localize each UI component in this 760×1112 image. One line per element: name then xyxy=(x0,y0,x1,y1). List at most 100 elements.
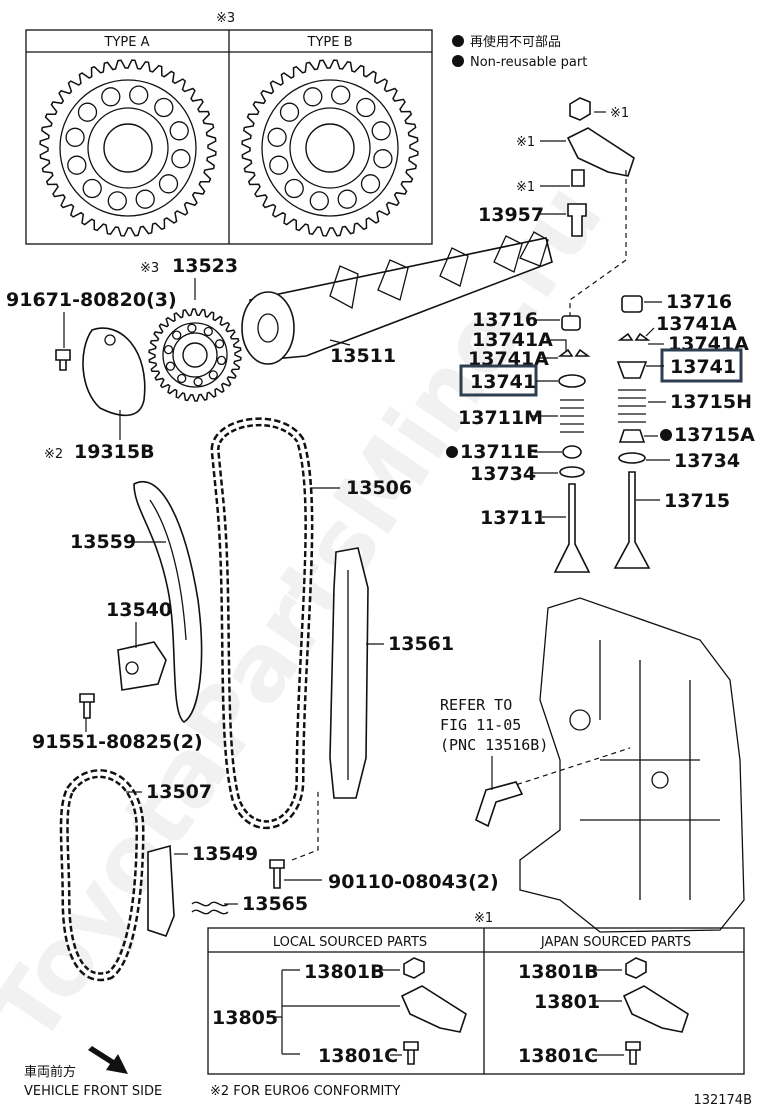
valve-keeper-13741a[interactable] xyxy=(557,348,591,357)
valve-13715[interactable] xyxy=(613,471,651,569)
label-13511: 13511 xyxy=(330,345,396,367)
exhaust-valve-group[interactable] xyxy=(613,295,651,569)
bolt-91671[interactable] xyxy=(55,349,71,371)
sprocket-type-a[interactable] xyxy=(39,59,217,237)
refer-line3[interactable]: (PNC 13516B) xyxy=(440,736,548,754)
label-left-13711: 13711 xyxy=(480,507,546,529)
valve-keeper-13741a[interactable] xyxy=(617,332,651,341)
label-13540: 13540 xyxy=(106,599,172,621)
local-rocker-13805[interactable] xyxy=(400,985,467,1033)
label-13559: 13559 xyxy=(70,531,136,553)
figure-code: 132174B xyxy=(693,1093,752,1108)
nut-part[interactable] xyxy=(569,97,591,121)
local-label-13801c: 13801C xyxy=(318,1045,398,1067)
valve-spring-13711m[interactable] xyxy=(560,399,584,433)
valve-lifter-13716[interactable] xyxy=(561,315,581,331)
tensioner-arm-13549[interactable] xyxy=(147,844,175,937)
local-nut-13801b[interactable] xyxy=(403,957,425,979)
camshaft[interactable]: 13511 xyxy=(241,231,553,367)
japan-nut-13801b[interactable] xyxy=(625,957,647,979)
japan-sourced-header: JAPAN SOURCED PARTS xyxy=(540,935,691,950)
sourced-table-mark: ※1 xyxy=(474,911,493,926)
label-13565: 13565 xyxy=(242,893,308,915)
euro6-note: ※2 FOR EURO6 CONFORMITY xyxy=(210,1084,400,1099)
label-right-13715a: 13715A xyxy=(674,424,755,446)
timing-chain-13507[interactable] xyxy=(59,769,145,982)
valve-13711[interactable] xyxy=(553,483,591,573)
bolt-90110[interactable] xyxy=(269,859,285,889)
footer: 車両前方 VEHICLE FRONT SIDE ※2 FOR EURO6 CON… xyxy=(24,1046,752,1108)
valve-spring-seat-13734[interactable] xyxy=(559,466,585,478)
local-label-13805: 13805 xyxy=(212,1007,278,1029)
local-screw-13801c[interactable] xyxy=(403,1041,419,1065)
valve-spring-13715h[interactable] xyxy=(618,389,646,423)
japan-label-13801c: 13801C xyxy=(518,1045,598,1067)
valve-seal-13711e[interactable] xyxy=(562,445,582,459)
camshaft-pulley[interactable] xyxy=(241,291,295,365)
legend-dot-icon xyxy=(452,35,464,47)
legend: 再使用不可部品 Non-reusable part xyxy=(452,34,587,70)
label-right-13715: 13715 xyxy=(664,490,730,512)
nonreusable-dot-icon xyxy=(660,429,672,441)
camshaft-sprocket[interactable] xyxy=(148,308,242,402)
mark1-b: ※1 xyxy=(516,135,535,150)
valve-spring-seat-13734[interactable] xyxy=(618,452,646,464)
label-19315b-mark: ※2 xyxy=(44,447,63,462)
valve-lifter-13716[interactable] xyxy=(621,295,643,313)
label-left-13741a-1: 13741A xyxy=(472,329,553,351)
type-table-note-mark: ※3 xyxy=(216,11,235,26)
label-91671: 91671-80820(3) xyxy=(6,289,177,311)
label-right-13741a-2: 13741A xyxy=(668,333,749,355)
valve-retainer-13741[interactable] xyxy=(558,374,586,388)
label-19315b: 19315B xyxy=(74,441,155,463)
timing-plate[interactable] xyxy=(55,327,146,417)
label-right-13741a-1: 13741A xyxy=(656,313,737,335)
label-left-13711e: 13711E xyxy=(460,441,539,463)
legend-en: Non-reusable part xyxy=(470,55,587,70)
japan-label-13801: 13801 xyxy=(534,991,600,1013)
label-13549: 13549 xyxy=(192,843,258,865)
refer-line2: FIG 11-05 xyxy=(440,716,521,734)
label-13506: 13506 xyxy=(346,477,412,499)
label-left-13716: 13716 xyxy=(472,309,538,331)
type-table: ※3 TYPE A TYPE B xyxy=(25,11,433,245)
valve-seal-13715a[interactable] xyxy=(618,429,646,443)
legend-jp: 再使用不可部品 xyxy=(470,34,561,50)
spring-13565[interactable] xyxy=(191,901,229,915)
type-a-header: TYPE A xyxy=(104,35,150,50)
label-left-13711m: 13711M xyxy=(458,407,543,429)
local-sourced-header: LOCAL SOURCED PARTS xyxy=(273,935,427,950)
sourced-parts-table: ※1 LOCAL SOURCED PARTS JAPAN SOURCED PAR… xyxy=(207,911,745,1075)
intake-valve-group[interactable] xyxy=(553,315,591,573)
type-b-header: TYPE B xyxy=(307,35,353,50)
label-91551: 91551-80825(2) xyxy=(32,731,203,753)
front-side-en: VEHICLE FRONT SIDE xyxy=(24,1084,162,1099)
label-right-13716: 13716 xyxy=(666,291,732,313)
chain-guide[interactable] xyxy=(329,547,369,799)
vehicle-front-arrow-icon xyxy=(88,1046,128,1074)
japan-rocker-13801[interactable] xyxy=(622,985,689,1033)
oil-pipe[interactable] xyxy=(475,781,524,828)
chain-tensioner[interactable] xyxy=(79,641,167,719)
valve-retainer-13741[interactable] xyxy=(616,361,648,379)
label-left-13734: 13734 xyxy=(470,463,536,485)
label-right-13715h: 13715H xyxy=(670,391,752,413)
mark1-a: ※1 xyxy=(610,106,629,121)
rocker-arm-part[interactable] xyxy=(566,127,635,177)
adjust-screw-part[interactable] xyxy=(571,169,585,187)
sprocket-type-b[interactable] xyxy=(241,59,419,237)
label-13523-mark: ※3 xyxy=(140,261,159,276)
label-13957: 13957 xyxy=(478,204,544,226)
local-label-13801b: 13801B xyxy=(304,961,385,983)
japan-label-13801b: 13801B xyxy=(518,961,599,983)
timing-chain-13506[interactable] xyxy=(210,417,314,830)
pivot-part[interactable] xyxy=(567,203,587,237)
nonreusable-dot-icon xyxy=(446,446,458,458)
chain-tensioner-arm[interactable] xyxy=(133,481,203,723)
bolt-91551[interactable] xyxy=(79,693,95,719)
japan-screw-13801c[interactable] xyxy=(625,1041,641,1065)
rocker-arm-assembly[interactable]: ※1 ※1 ※1 13957 xyxy=(478,97,635,318)
label-13507: 13507 xyxy=(146,781,212,803)
label-13561: 13561 xyxy=(388,633,454,655)
